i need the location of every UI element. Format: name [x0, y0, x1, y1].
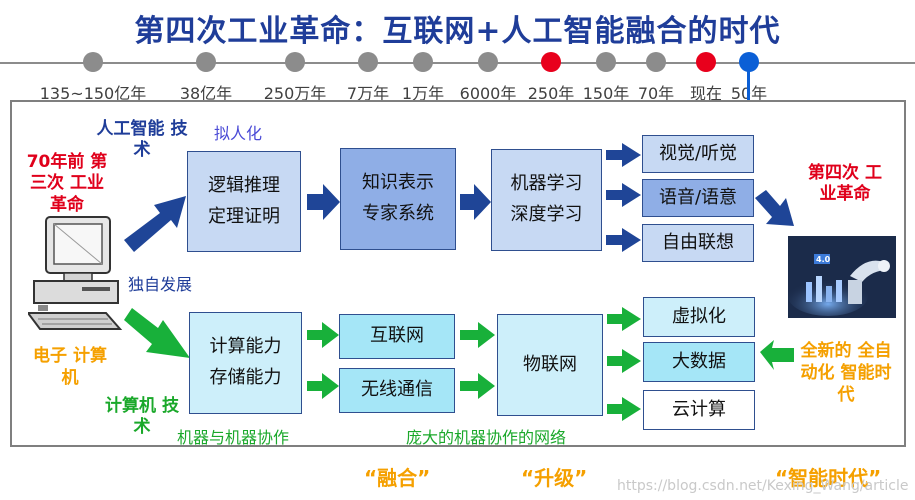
ai-technology-heading: 人工智能 技术: [96, 119, 188, 161]
speech-semantics-box: 语音/语意: [642, 179, 754, 217]
timeline-label: 150年: [582, 84, 630, 103]
fourth-industrial-revolution-label: 第四次 工业革命: [808, 163, 882, 205]
timeline-dot: [646, 52, 666, 72]
arrow-cs-2b-3: [460, 373, 495, 399]
machine-collaboration-label: 机器与机器协作: [177, 428, 290, 447]
robot-badge: 4.0: [816, 255, 831, 264]
machine-network-label: 庞大的机器协作的网络: [406, 428, 567, 447]
robot-illustration: [788, 236, 896, 318]
independent-development-label: 独自发展: [128, 275, 193, 294]
arrow-ai-out-1: [606, 143, 641, 167]
free-association-box: 自由联想: [642, 224, 754, 262]
timeline-dot: [596, 52, 616, 72]
arrow-to-robot: [755, 190, 794, 226]
page-title: 第四次工业革命：互联网+人工智能融合的时代: [134, 14, 781, 49]
third-industrial-revolution-label: 70年前 第三次 工业革命: [26, 152, 108, 215]
arrow-cs-1-2a: [307, 322, 339, 348]
timeline-line: [0, 62, 915, 64]
arrow-cs-out-1: [607, 307, 641, 331]
anthropomorphic-label: 拟人化: [214, 124, 263, 143]
arrow-cs-out-3: [607, 397, 641, 421]
timeline-label: 70年: [637, 84, 675, 103]
virtualization-box: 虚拟化: [643, 297, 755, 337]
arrow-cs-1-2b: [307, 373, 339, 399]
arrow-cs-2a-3: [460, 322, 495, 348]
upgrade-tag: “升级”: [521, 466, 588, 490]
internet-box: 互联网: [339, 314, 455, 359]
big-data-box: 大数据: [643, 342, 755, 382]
timeline-dot: [358, 52, 378, 72]
arrow-to-ai: [124, 196, 186, 252]
timeline-dot: [285, 52, 305, 72]
robot-image: 4.0: [788, 236, 896, 318]
timeline-dot: [696, 52, 716, 72]
computer-icon: [28, 216, 123, 330]
timeline-dot: [541, 52, 561, 72]
timeline-label: 135~150亿年: [39, 84, 147, 103]
watermark: https://blog.csdn.net/Kexing_Wang/articl…: [617, 478, 909, 494]
timeline-label: 现在: [689, 84, 723, 103]
machine-learning-box: 机器学习 深度学习: [491, 149, 602, 251]
logic-reasoning-box: 逻辑推理 定理证明: [187, 151, 301, 252]
arrow-to-smart-era: [760, 340, 794, 370]
cloud-computing-box: 云计算: [643, 390, 755, 430]
electronic-computer-label: 电子 计算机: [33, 346, 107, 389]
timeline-label: 38亿年: [179, 84, 233, 103]
expert-system-box: 知识表示 专家系统: [340, 148, 456, 250]
arrow-ai-2-3: [460, 184, 491, 220]
timeline-label: 250年: [527, 84, 575, 103]
arrow-ai-1-2: [307, 184, 340, 220]
timeline-pointer: [747, 63, 750, 101]
timeline-dot: [196, 52, 216, 72]
fusion-tag: “融合”: [364, 466, 431, 490]
computer-technology-heading: 计算机 技术: [105, 396, 179, 438]
iot-box: 物联网: [497, 314, 603, 416]
arrow-ai-out-3: [606, 228, 641, 252]
arrow-to-cs: [124, 308, 190, 358]
diagram-frame: [10, 100, 906, 447]
smart-era-label: 全新的 全自动化 智能时代: [800, 341, 892, 406]
vision-hearing-box: 视觉/听觉: [642, 135, 754, 173]
smart-era-tag: “智能时代”: [775, 466, 882, 490]
timeline-label: 7万年: [346, 84, 390, 103]
timeline-label: 250万年: [263, 84, 327, 103]
timeline-dot: [413, 52, 433, 72]
computing-storage-box: 计算能力 存储能力: [189, 312, 302, 414]
timeline-dot: [83, 52, 103, 72]
arrow-cs-out-2: [607, 349, 641, 373]
timeline-dot: [478, 52, 498, 72]
timeline-dot: [739, 52, 759, 72]
timeline-label: 1万年: [401, 84, 445, 103]
timeline-label: 6000年: [459, 84, 517, 103]
wireless-communication-box: 无线通信: [339, 368, 455, 413]
arrow-ai-out-2: [606, 183, 641, 207]
